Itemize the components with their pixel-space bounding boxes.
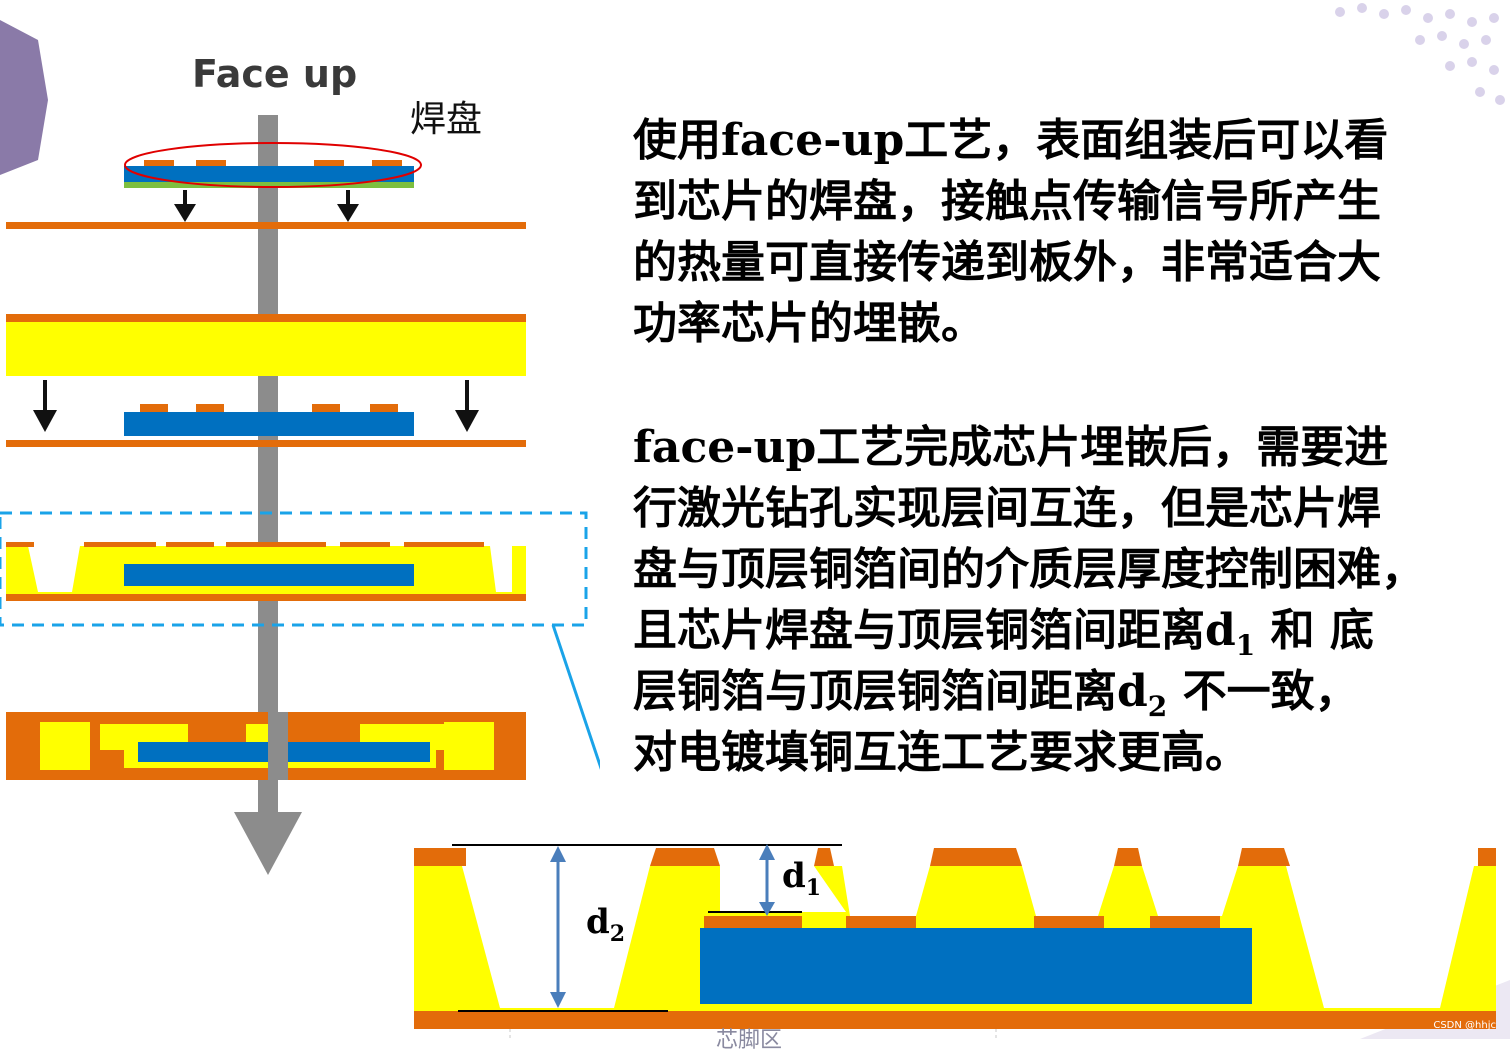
paragraph-2: face-up工艺完成芯片埋嵌后，需要进 行激光钻孔实现层间互连，但是芯片焊 盘… bbox=[633, 417, 1425, 783]
step2-prepreg bbox=[6, 314, 526, 376]
line5-tail: 不一致， bbox=[1167, 666, 1359, 717]
step1-chip-base bbox=[124, 178, 414, 188]
detail-bottom-copper bbox=[414, 1011, 1496, 1029]
watermark: CSDN @hhjc bbox=[1433, 1020, 1496, 1031]
paragraph-2-line: face-up工艺完成芯片埋嵌后，需要进 bbox=[633, 422, 1389, 473]
shaft-arrowhead-icon bbox=[234, 812, 302, 875]
callout-box bbox=[0, 511, 588, 627]
d1-subscript: 1 bbox=[1235, 629, 1256, 662]
d1-label: d1 bbox=[782, 856, 822, 901]
footer-fragment: 芯脚区 bbox=[716, 1028, 783, 1053]
paragraph-2-line: 对电镀填铜互连工艺要求更高。 bbox=[633, 727, 1249, 778]
line4-text: 且芯片焊盘与顶层铜箔间距离d bbox=[633, 605, 1236, 656]
d2-label: d2 bbox=[586, 902, 626, 947]
detail-chip bbox=[700, 928, 1252, 1004]
step4-copper-line bbox=[6, 594, 526, 601]
step1-copper-line bbox=[6, 222, 526, 229]
face-up-flow-diagram bbox=[0, 115, 600, 875]
paragraph-2-line: 盘与顶层铜箔间的介质层厚度控制困难， bbox=[633, 544, 1425, 595]
flow-title: Face up bbox=[192, 52, 358, 96]
step3-copper-line bbox=[6, 440, 526, 447]
process-shaft bbox=[258, 115, 278, 815]
callout-leader bbox=[551, 624, 600, 770]
paragraph-1-line: 的热量可直接传递到板外，非常适合大 bbox=[633, 237, 1381, 288]
paragraph-2-line: 且芯片焊盘与顶层铜箔间距离d1 和 底 bbox=[633, 600, 1425, 662]
paragraph-2-line: 行激光钻孔实现层间互连，但是芯片焊 bbox=[633, 483, 1381, 534]
paragraph-1-line: 使用face-up工艺，表面组装后可以看 bbox=[633, 115, 1389, 166]
pad-highlight-ellipse bbox=[124, 142, 422, 188]
paragraph-1-line: 到芯片的焊盘，接触点传输信号所产生 bbox=[633, 176, 1381, 227]
step4-chip bbox=[124, 564, 414, 586]
paragraph-1-line: 功率芯片的埋嵌。 bbox=[633, 298, 985, 349]
paragraph-2-line: 层铜箔与顶层铜箔间距离d2 不一致， bbox=[633, 661, 1425, 723]
d2-subscript: 2 bbox=[1147, 690, 1168, 723]
step3-down-arrows bbox=[33, 380, 479, 432]
pad-label: 焊盘 bbox=[410, 99, 483, 140]
decor-dots bbox=[1335, 3, 1505, 105]
line5-text: 层铜箔与顶层铜箔间距离d bbox=[633, 666, 1148, 717]
step1-down-arrows bbox=[174, 190, 359, 222]
decor-left-hexagon bbox=[0, 20, 48, 175]
paragraph-1: 使用face-up工艺，表面组装后可以看 到芯片的焊盘，接触点传输信号所产生 的… bbox=[633, 110, 1388, 354]
step3-chip bbox=[124, 412, 414, 436]
step1-chip bbox=[124, 166, 414, 182]
line4-tail: 和 底 bbox=[1255, 605, 1374, 656]
